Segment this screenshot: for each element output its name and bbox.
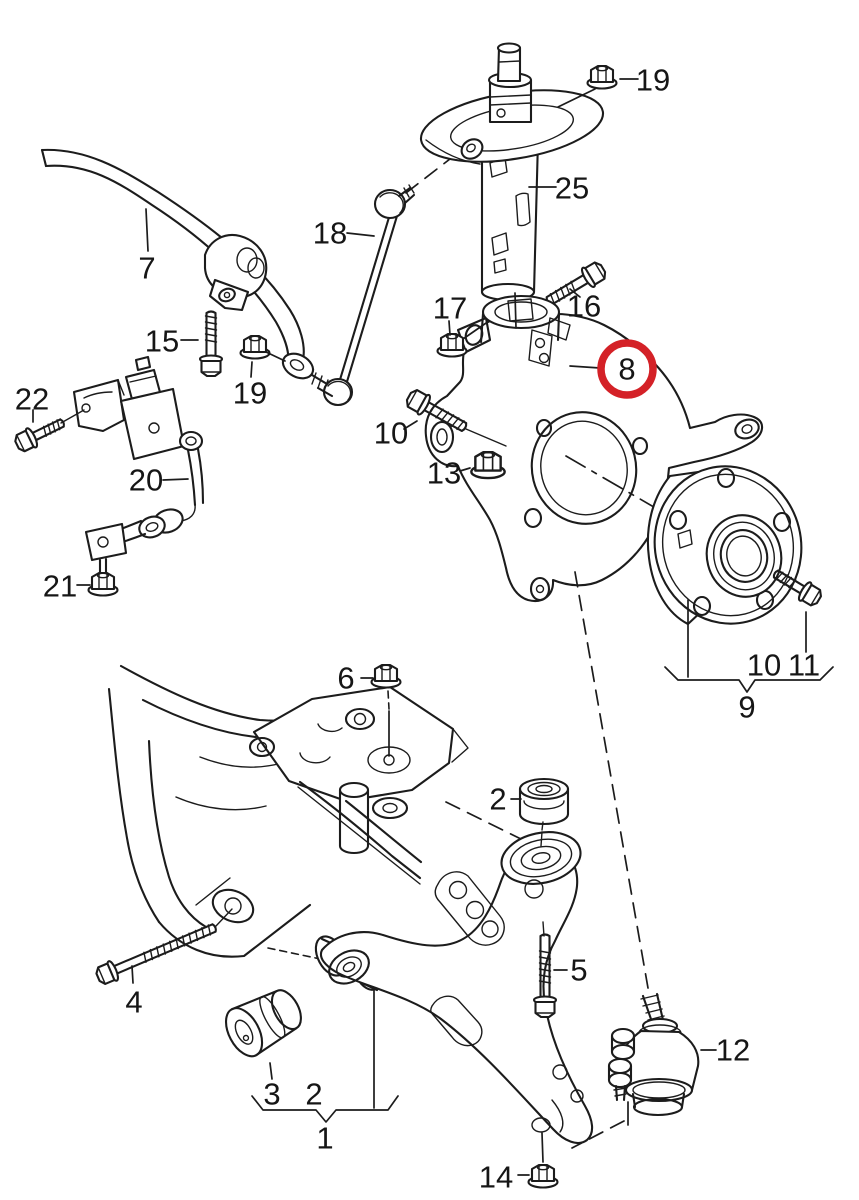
clamp-bolt-15 (198, 310, 224, 378)
part-label-19-lower: 19 (233, 376, 267, 411)
leader-lines (32, 78, 834, 1176)
knuckle-nut-13 (470, 450, 506, 480)
part-label-1: 1 (316, 1121, 333, 1156)
steering-knuckle (424, 294, 764, 602)
part-label-5: 5 (570, 953, 587, 988)
highlight-circle (597, 339, 657, 399)
part-label-22: 22 (15, 382, 49, 417)
balljoint-axis-dash (574, 571, 649, 989)
part-label-6: 6 (337, 661, 354, 696)
part-label-16: 16 (567, 289, 601, 324)
part-label-17: 17 (433, 291, 467, 326)
part-label-8-highlighted: 8 (618, 352, 635, 387)
stabilizer-link (310, 184, 416, 407)
part-label-21: 21 (43, 569, 77, 604)
part-label-7: 7 (138, 251, 155, 286)
arm-bushing-upper (518, 777, 570, 831)
level-sensor (72, 355, 205, 576)
part-label-25: 25 (555, 171, 589, 206)
part-label-18: 18 (313, 216, 347, 251)
part-label-4: 4 (125, 985, 142, 1020)
part-label-19-top: 19 (636, 63, 670, 98)
part-label-13: 13 (427, 456, 461, 491)
part-label-2-upper: 2 (489, 782, 506, 817)
subframe (107, 664, 469, 958)
ball-joint (607, 992, 700, 1117)
stabilizer-bar (40, 148, 315, 380)
control-arm (314, 831, 594, 1144)
subframe-nut-6 (370, 663, 402, 689)
strut-top-nut-19 (586, 64, 618, 90)
wheel-hub (646, 465, 803, 626)
part-label-15: 15 (145, 324, 179, 359)
balljoint-nut-14 (527, 1163, 559, 1189)
part-label-12: 12 (716, 1033, 750, 1068)
diagram-linework (11, 42, 834, 1189)
strut (419, 42, 605, 302)
clamp-nut-17 (436, 332, 468, 358)
bolt4-axis (215, 908, 233, 927)
arm-front-bushing (224, 989, 302, 1058)
part-label-3: 3 (263, 1077, 280, 1112)
part-label-14: 14 (479, 1160, 513, 1195)
part-label-2-group: 2 (305, 1077, 322, 1112)
part-label-10-knuckle: 10 (374, 416, 408, 451)
balljoint-arm-dash (571, 1120, 625, 1149)
stabilizer-clamp (203, 234, 268, 312)
part-labels: 19 25 18 7 17 16 15 8 19 22 10 13 20 21 … (15, 63, 820, 1195)
part-label-9: 9 (738, 690, 755, 725)
sensor-nut-21 (87, 571, 119, 597)
part-label-20: 20 (129, 463, 163, 498)
part-label-11: 11 (788, 648, 820, 683)
nut14-line (541, 1132, 544, 1163)
link-nut-19 (239, 334, 271, 360)
sensor-bolt-22 (11, 411, 70, 456)
part-label-10-hub: 10 (747, 648, 781, 683)
nut6-dash (387, 690, 390, 710)
sensor-bolt-axis (60, 409, 85, 424)
subframe-arm-dash (445, 801, 534, 846)
